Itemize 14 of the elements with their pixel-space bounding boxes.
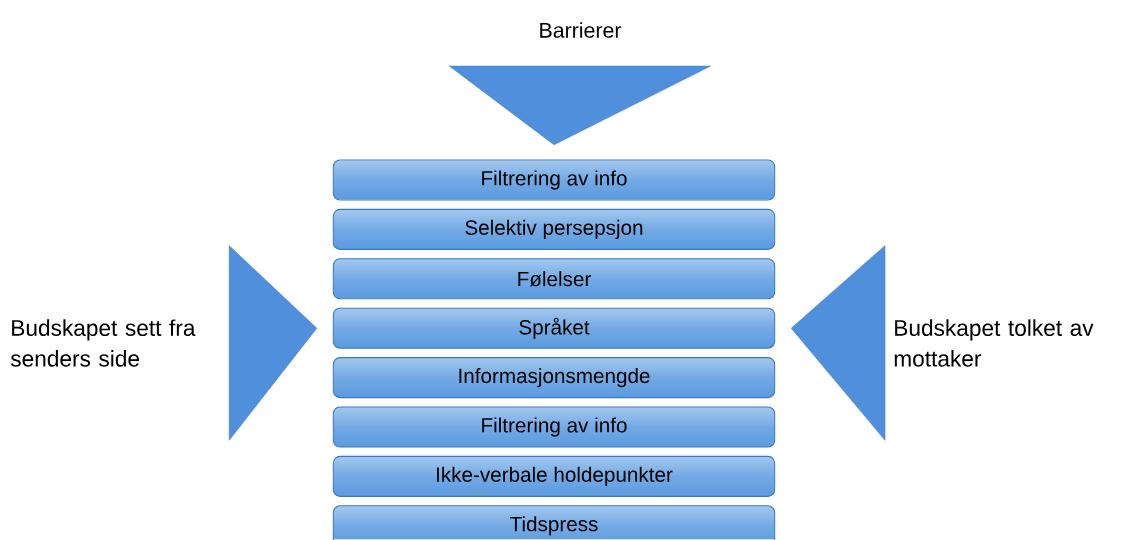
triangle-arrow — [449, 65, 711, 146]
barrier-box: Ikke-verbale holdepunkter — [332, 455, 776, 497]
triangle-arrow — [228, 245, 318, 441]
barrier-box: Informasjonsmengde — [332, 357, 776, 399]
barrier-box: Filtrering av info — [332, 406, 776, 448]
triangle-arrow — [790, 245, 886, 441]
barrier-box: Filtrering av info — [332, 159, 776, 201]
side-text: Budskapet sett fra senders side — [10, 319, 196, 367]
barrier-box: Tidspress — [332, 505, 776, 540]
barrier-box: Selektiv persepsjon — [332, 208, 776, 250]
barrier-box: Språket — [332, 307, 776, 349]
barrier-box: Følelser — [332, 258, 776, 300]
side-text: Budskapet tolket av mottaker — [894, 319, 1094, 367]
heading-text: Barrierer — [540, 22, 622, 38]
